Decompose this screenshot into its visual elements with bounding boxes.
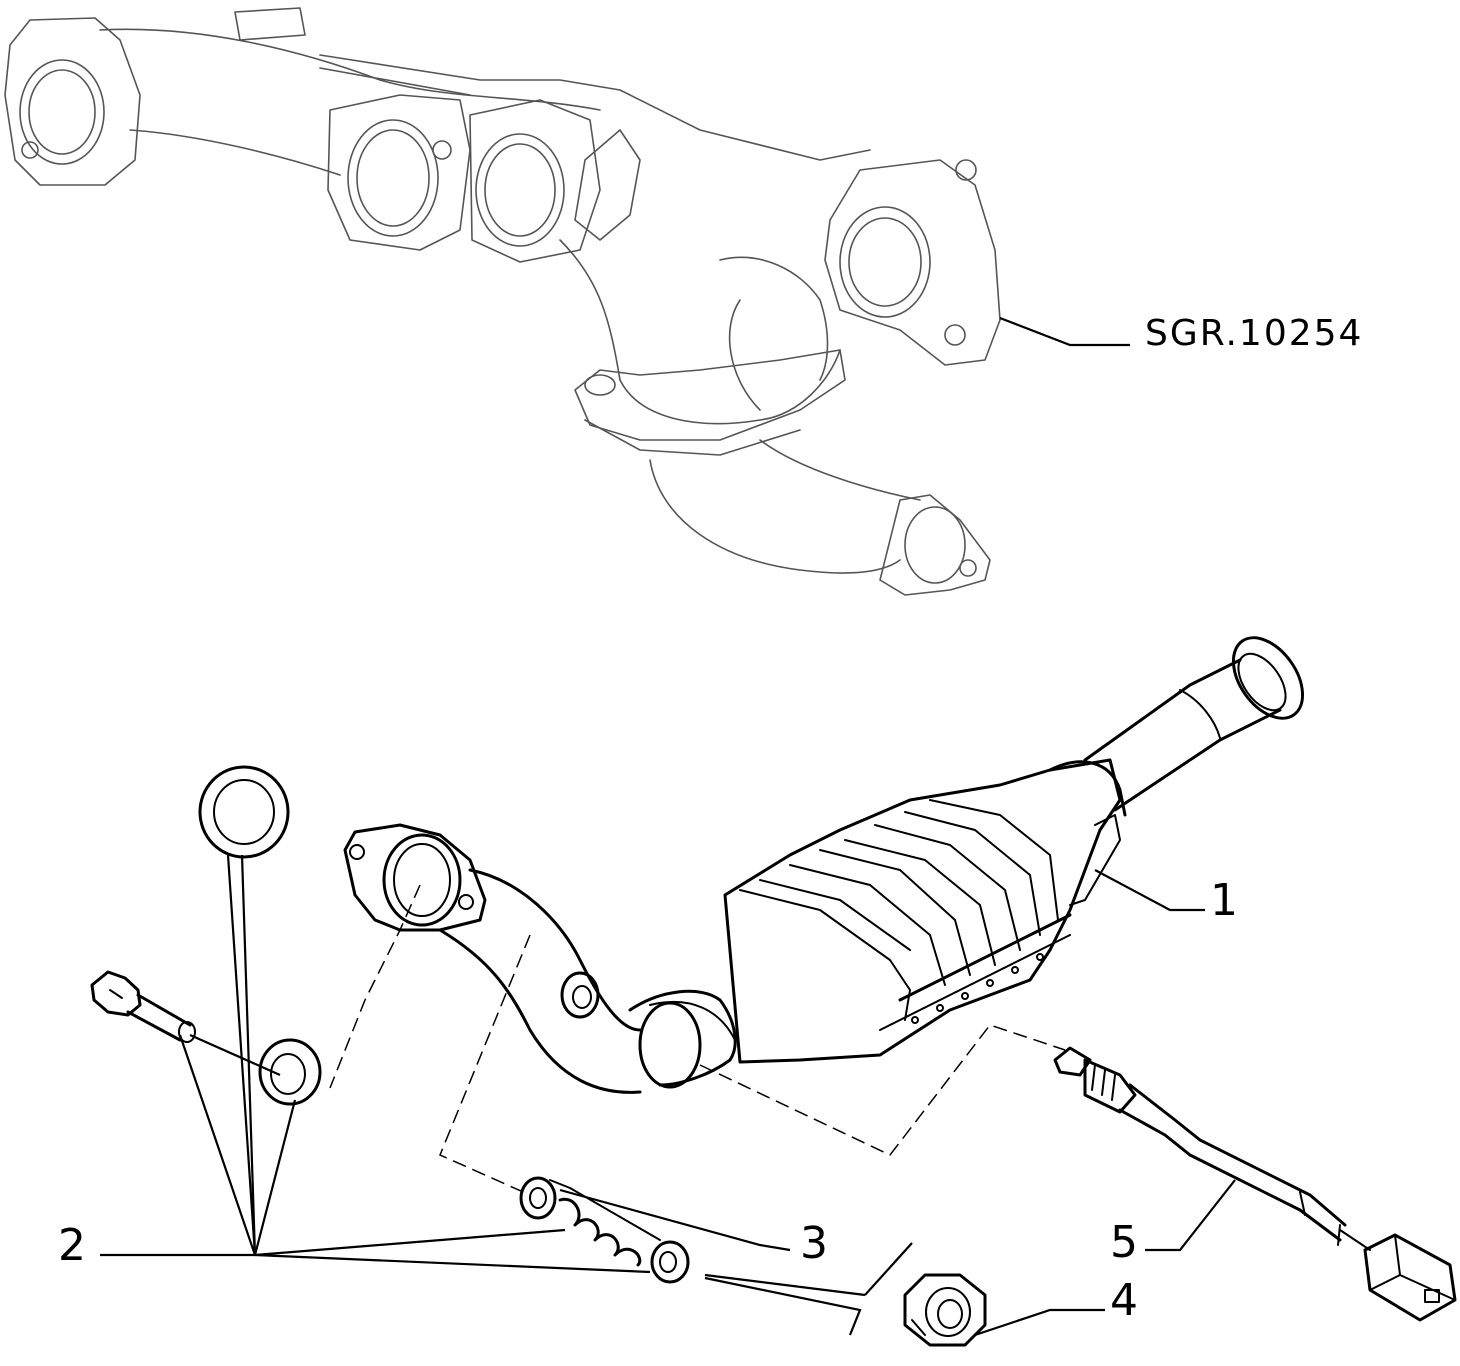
lambda-sensor	[1053, 1046, 1457, 1322]
callout-2-leaders	[100, 854, 651, 1274]
callout-2-label: 2	[58, 1220, 86, 1271]
small-gasket-ring	[258, 1038, 322, 1106]
reference-callout: SGR.10254	[999, 313, 1363, 354]
hex-nut	[903, 1273, 987, 1347]
stud-bolt	[90, 970, 196, 1043]
catalytic-converter-drawing	[343, 636, 1305, 1094]
callout-3-label: 3	[800, 1218, 828, 1269]
reference-code: SGR.10254	[1145, 313, 1363, 354]
gasket-ring-top	[198, 765, 290, 859]
callout-1-label: 1	[1210, 875, 1238, 926]
callout-5-label: 5	[1110, 1217, 1138, 1268]
exhaust-manifold-drawing	[4, 7, 1001, 596]
callout-4-label: 4	[1110, 1275, 1138, 1326]
spring-bolt-set	[519, 1176, 690, 1284]
